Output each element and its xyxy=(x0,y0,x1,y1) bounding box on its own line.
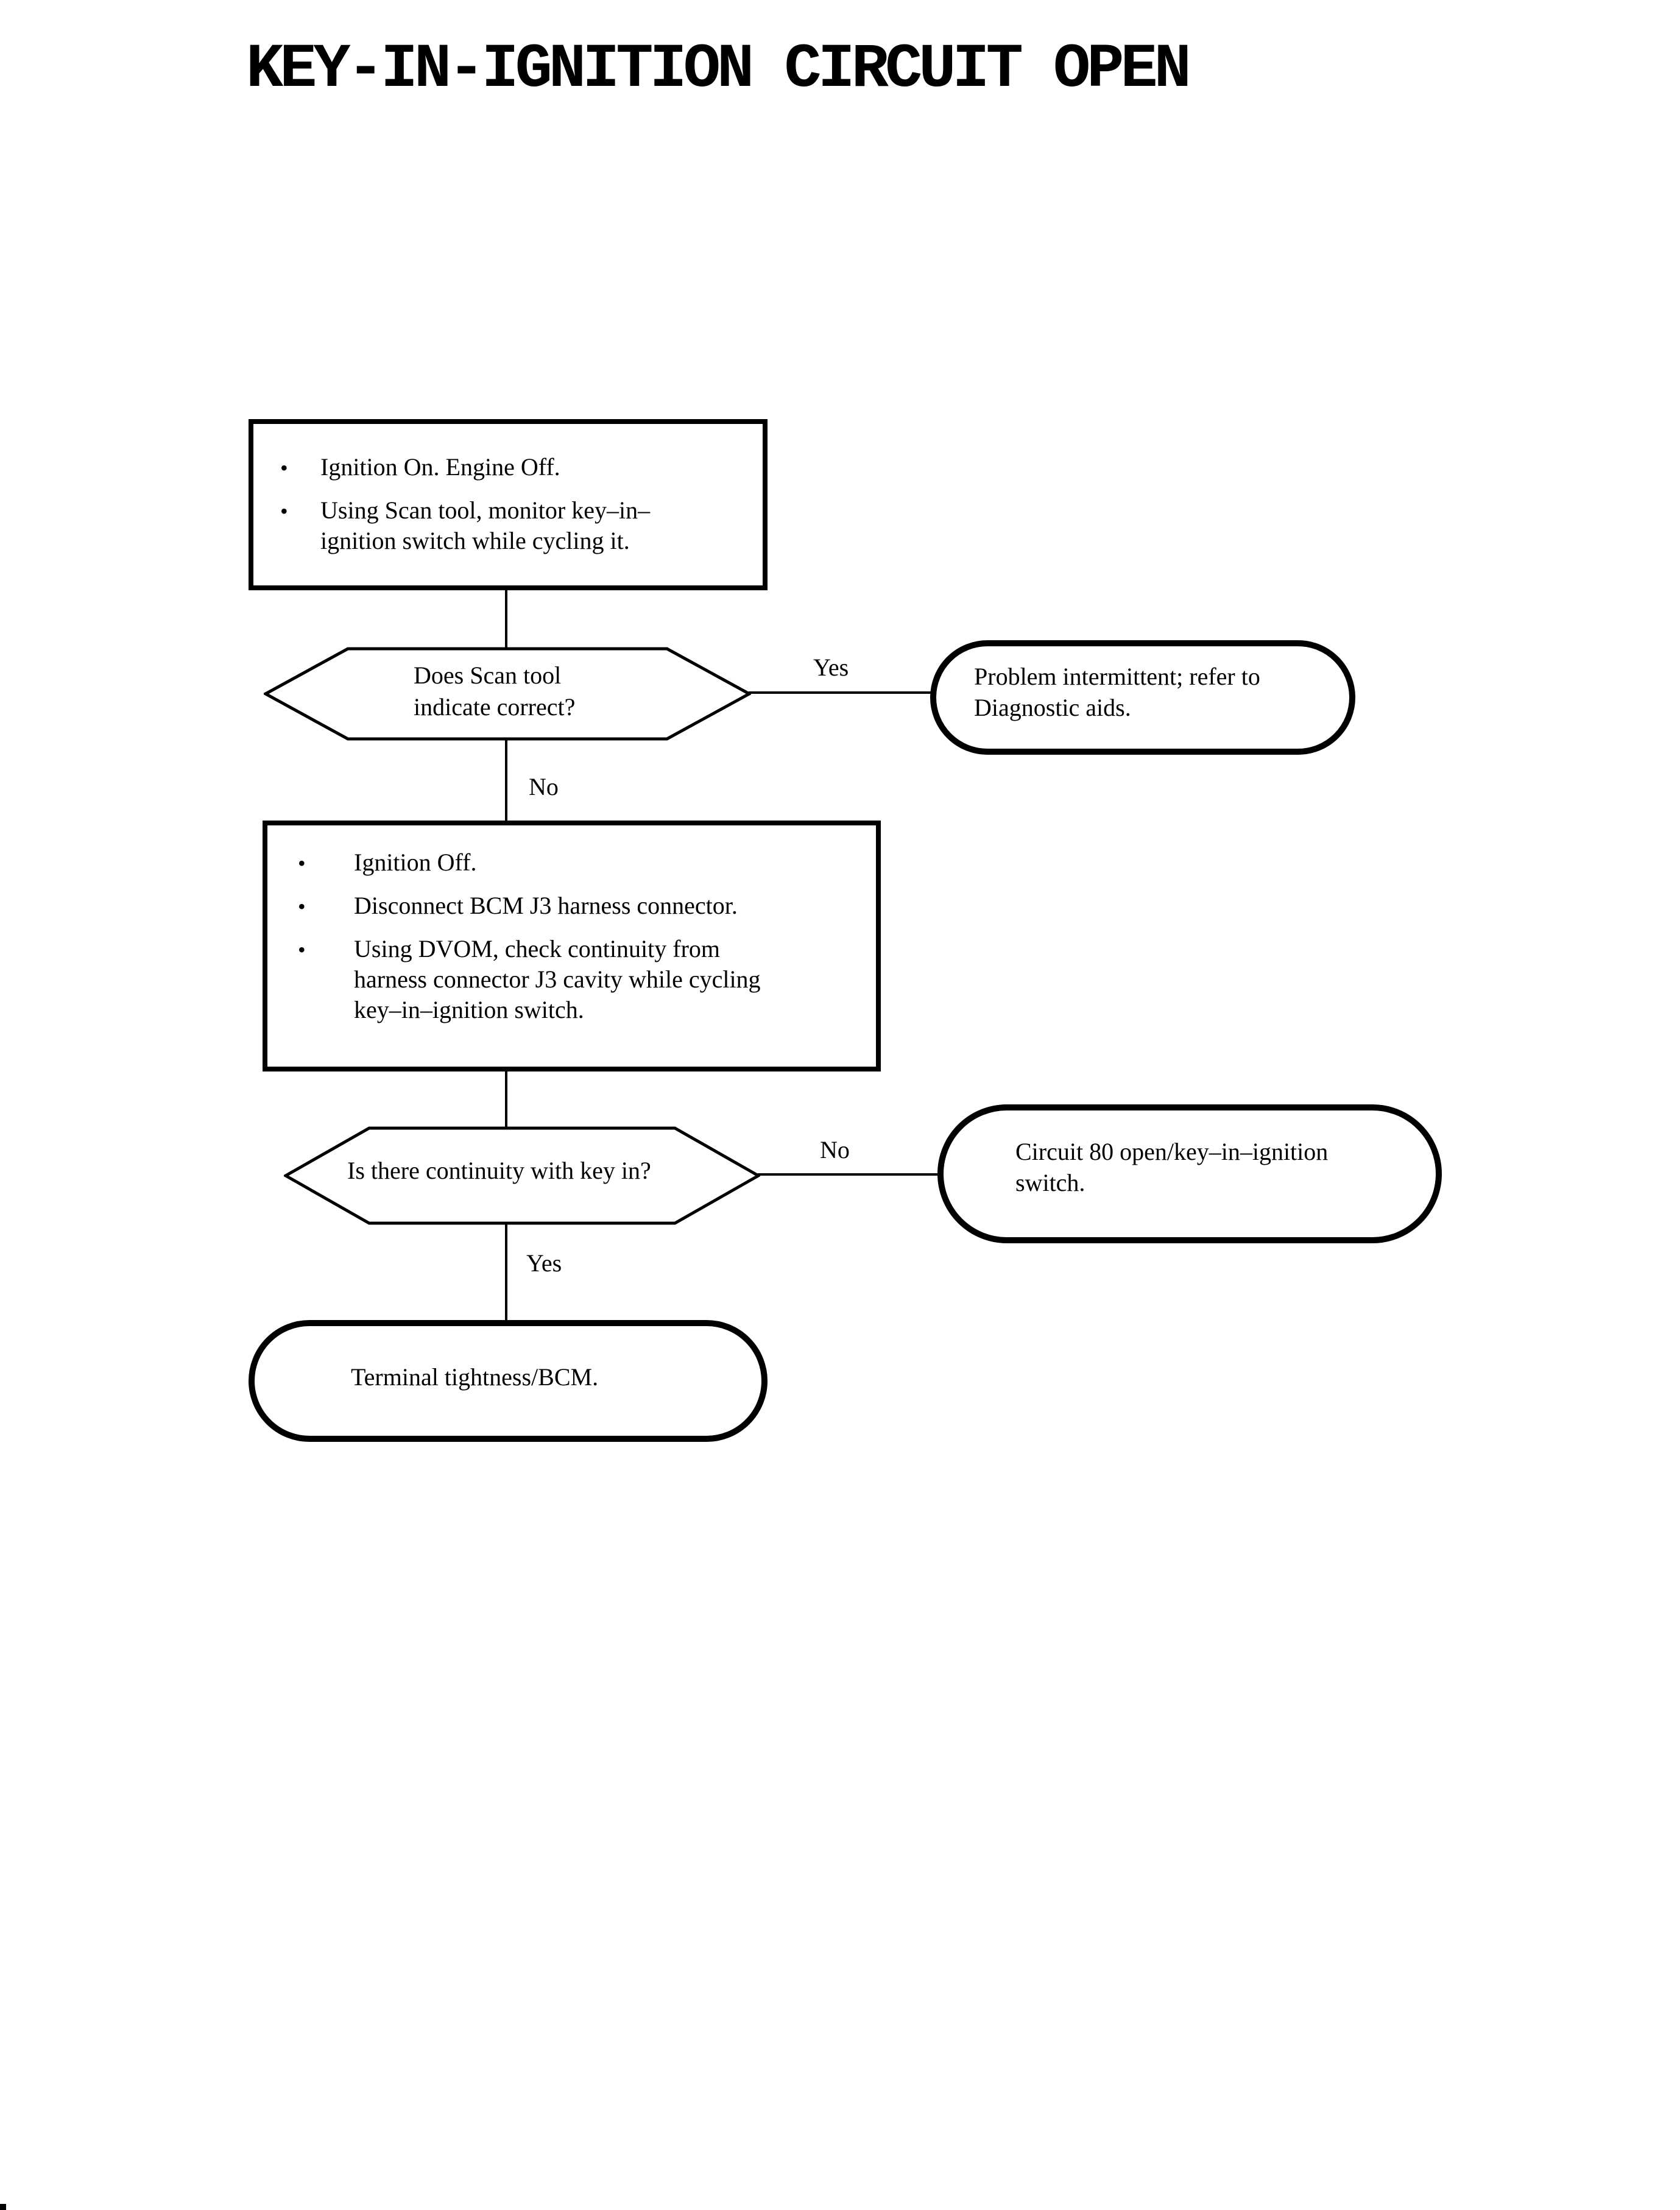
list-item-text: Using Scan tool, monitor key–in– ignitio… xyxy=(320,495,650,556)
text-line: Ignition Off. xyxy=(354,849,477,876)
decision-continuity: Is there continuity with key in? xyxy=(284,1126,760,1226)
text-line: Using Scan tool, monitor key–in– xyxy=(320,496,651,524)
list-item-text: Disconnect BCM J3 harness connector. xyxy=(354,891,738,922)
text-line: Problem intermittent; refer to xyxy=(974,663,1260,690)
decision-scan-tool: Does Scan tool indicate correct? xyxy=(264,646,751,741)
list-item: • Ignition On. Engine Off. xyxy=(280,452,747,483)
bullet-icon: • xyxy=(298,851,306,875)
list-item-text: Ignition Off. xyxy=(354,847,476,878)
connector-down-2 xyxy=(505,740,507,822)
decision-text: Is there continuity with key in? xyxy=(347,1155,651,1187)
text-line: Using DVOM, check continuity from xyxy=(354,935,721,962)
text-line: harness connector J3 cavity while cyclin… xyxy=(354,966,761,993)
text-line: indicate correct? xyxy=(414,693,576,721)
list-item-text: Using DVOM, check continuity from harnes… xyxy=(354,934,761,1025)
connector-down-4 xyxy=(505,1224,507,1321)
connector-down-3 xyxy=(505,1069,507,1128)
bullet-icon: • xyxy=(298,894,306,919)
edge-label-no: No xyxy=(820,1136,850,1163)
text-line: Terminal tightness/BCM. xyxy=(351,1363,599,1391)
connector-right-2 xyxy=(758,1173,939,1176)
bullet-icon: • xyxy=(280,456,288,480)
text-line: Diagnostic aids. xyxy=(974,694,1131,721)
list-item: • Ignition Off. xyxy=(298,847,860,878)
bullet-icon: • xyxy=(280,499,288,523)
text-line: Disconnect BCM J3 harness connector. xyxy=(354,892,738,919)
list-item: • Using Scan tool, monitor key–in– ignit… xyxy=(280,495,747,556)
terminal-tightness-bcm: Terminal tightness/BCM. xyxy=(249,1320,768,1442)
text-line: ignition switch while cycling it. xyxy=(320,527,630,554)
text-line: switch. xyxy=(1015,1169,1085,1196)
page-edge-mark xyxy=(0,2204,6,2210)
edge-label-yes: Yes xyxy=(813,654,849,681)
edge-label-yes: Yes xyxy=(526,1249,562,1277)
text-line: Does Scan tool xyxy=(414,662,562,689)
hexagon-shape xyxy=(284,1126,760,1225)
process-box-scan-tool: • Ignition On. Engine Off. • Using Scan … xyxy=(249,419,768,590)
text-line: Ignition On. Engine Off. xyxy=(320,453,560,481)
text-line: Is there continuity with key in? xyxy=(347,1157,651,1184)
connector-down-1 xyxy=(505,585,507,648)
terminal-circuit-80-open: Circuit 80 open/key–in–ignition switch. xyxy=(937,1104,1442,1243)
text-line: key–in–ignition switch. xyxy=(354,996,584,1023)
list-item-text: Ignition On. Engine Off. xyxy=(320,452,560,483)
hexagon-shape xyxy=(264,647,751,741)
decision-text: Does Scan tool indicate correct? xyxy=(414,660,575,723)
text-line: Circuit 80 open/key–in–ignition xyxy=(1015,1138,1329,1165)
page-title: KEY-IN-IGNITION CIRCUIT OPEN xyxy=(246,34,1191,105)
edge-label-no: No xyxy=(529,773,559,800)
process-box-continuity-check: • Ignition Off. • Disconnect BCM J3 harn… xyxy=(263,821,881,1071)
bullet-icon: • xyxy=(298,937,306,962)
terminal-problem-intermittent: Problem intermittent; refer to Diagnosti… xyxy=(930,640,1355,755)
list-item: • Disconnect BCM J3 harness connector. xyxy=(298,891,860,922)
connector-right-1 xyxy=(749,691,933,694)
list-item: • Using DVOM, check continuity from harn… xyxy=(298,934,860,1025)
